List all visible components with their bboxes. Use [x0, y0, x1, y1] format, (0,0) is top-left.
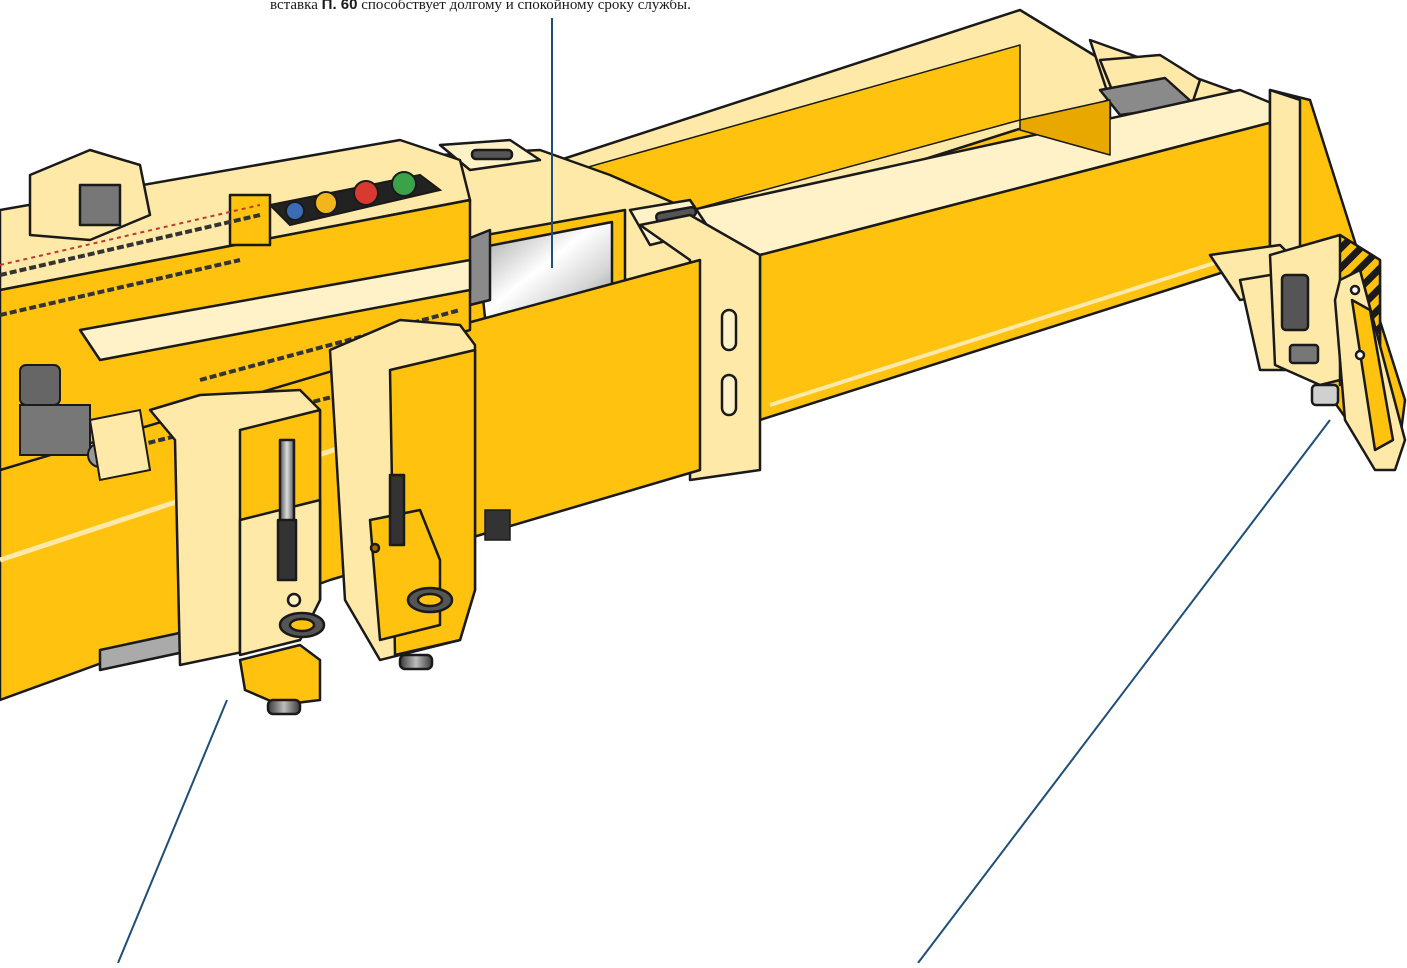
front-girder [559, 44, 1302, 422]
leader-line-gripper [117, 699, 228, 964]
gearbox [19, 364, 152, 482]
control-panel [267, 171, 443, 227]
indicator-light-green [391, 171, 417, 197]
caption-lead: вставка [270, 0, 318, 13]
indicator-light-yellow [314, 191, 338, 215]
gripper-unit-front [148, 388, 326, 716]
stopper-block [484, 509, 511, 541]
leader-lines [117, 18, 1331, 964]
indicator-light-red [353, 180, 379, 206]
leader-line-buffer [917, 419, 1331, 964]
gripper-unit-rear [328, 318, 477, 671]
indicator-light-blue [285, 201, 305, 221]
caption-code: Π. 60 [321, 0, 358, 13]
callout-caption: вставка Π. 60 способствует долгому и спо… [270, 0, 910, 14]
end-carriage-right [1208, 88, 1407, 472]
caption-text: способствует долгому и спокойному сроку … [361, 0, 691, 13]
